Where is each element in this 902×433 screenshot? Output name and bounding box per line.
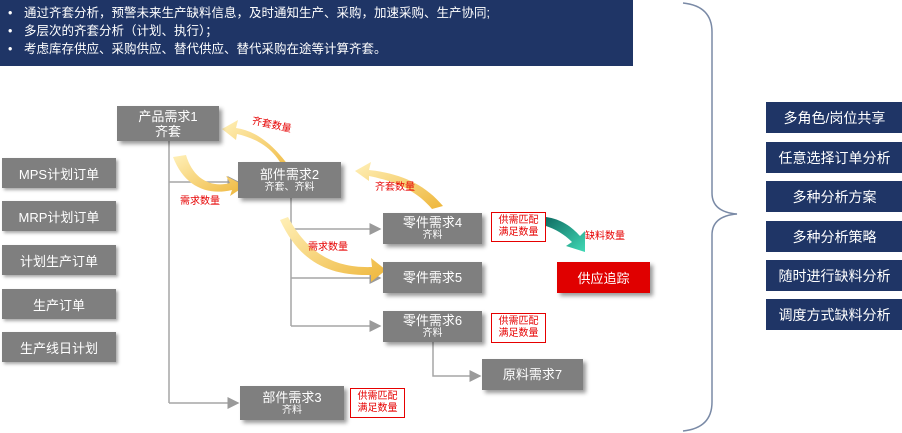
match-box-n4: 供需匹配满足数量 [491, 212, 546, 242]
kit-qty-label-2: 齐套数量 [375, 182, 415, 193]
kit-arrow-1 [222, 120, 295, 175]
node-subtitle: 齐料 [422, 328, 443, 339]
source-mps-plan-order[interactable]: MPS计划订单 [2, 158, 116, 188]
supply-trace-button[interactable]: 供应追踪 [557, 262, 650, 293]
node-title: 原料需求7 [502, 367, 563, 382]
banner-line-2: •多层次的齐套分析（计划、执行）； [8, 24, 218, 38]
source-mrp-plan-order[interactable]: MRP计划订单 [2, 201, 116, 231]
feature-multi-role-share[interactable]: 多角色/岗位共享 [766, 102, 902, 133]
node-part-demand-5[interactable]: 零件需求5 [383, 262, 482, 293]
demand-arrow-1 [173, 155, 245, 196]
shortage-arrow [546, 217, 585, 252]
feature-multiple-schemes[interactable]: 多种分析方案 [766, 181, 902, 212]
demand-arrow-2 [280, 217, 386, 282]
feature-scheduled-shortage-analysis[interactable]: 调度方式缺料分析 [766, 299, 902, 330]
node-component-demand-3[interactable]: 部件需求3 齐料 [240, 386, 344, 420]
node-part-demand-6[interactable]: 零件需求6 齐料 [383, 311, 482, 342]
demand-qty-label-1: 需求数量 [180, 196, 220, 207]
match-box-n6: 供需匹配满足数量 [491, 313, 546, 343]
feature-multiple-strategies[interactable]: 多种分析策略 [766, 221, 902, 252]
node-subtitle: 齐套、齐料 [264, 181, 315, 193]
source-production-order[interactable]: 生产订单 [2, 289, 116, 319]
node-subtitle: 齐套 [154, 123, 181, 139]
node-product-demand-1[interactable]: 产品需求1 齐套 [117, 106, 219, 141]
node-title: 零件需求6 [402, 313, 463, 328]
node-title: 零件需求4 [402, 215, 463, 230]
node-title: 部件需求3 [262, 389, 322, 405]
node-title: 部件需求2 [259, 166, 320, 182]
node-part-demand-4[interactable]: 零件需求4 齐料 [383, 213, 482, 244]
source-line-daily-plan[interactable]: 生产线日计划 [2, 332, 116, 362]
source-planned-production-order[interactable]: 计划生产订单 [2, 245, 116, 275]
demand-qty-label-2: 需求数量 [308, 242, 348, 253]
feature-any-order-analysis[interactable]: 任意选择订单分析 [766, 142, 902, 173]
node-component-demand-2[interactable]: 部件需求2 齐套、齐料 [238, 162, 341, 198]
node-raw-material-demand-7[interactable]: 原料需求7 [482, 359, 583, 390]
right-brace [682, 2, 738, 432]
edge-n6-n7 [432, 342, 482, 382]
match-box-n3: 供需匹配满足数量 [350, 388, 405, 418]
banner-line-1: •通过齐套分析，预警未来生产缺料信息，及时通知生产、采购，加速采购、生产协同; [8, 6, 490, 20]
node-subtitle: 齐料 [422, 230, 443, 241]
kit-arrow-2 [355, 162, 443, 209]
node-title: 产品需求1 [138, 108, 198, 124]
feature-anytime-shortage-analysis[interactable]: 随时进行缺料分析 [766, 260, 902, 291]
shortage-qty-label: 缺料数量 [585, 231, 625, 242]
banner-line-3: •考虑库存供应、采购供应、替代供应、替代采购在途等计算齐套。 [8, 42, 387, 56]
node-subtitle: 齐料 [282, 404, 302, 416]
summary-banner: •通过齐套分析，预警未来生产缺料信息，及时通知生产、采购，加速采购、生产协同; … [0, 0, 633, 66]
node-title: 零件需求5 [402, 270, 463, 285]
